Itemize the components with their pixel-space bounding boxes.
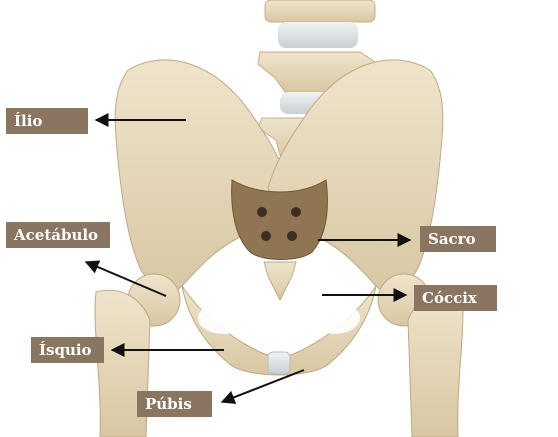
coccyx	[264, 262, 296, 300]
label-coccix: Cóccix	[414, 285, 497, 311]
label-sacro: Sacro	[420, 226, 496, 252]
label-isquio: Ísquio	[31, 337, 104, 363]
label-acetabulo: Acetábulo	[6, 222, 110, 248]
label-ilio: Ílio	[6, 108, 88, 134]
sacrum	[232, 180, 328, 260]
label-pubis: Púbis	[137, 391, 212, 417]
